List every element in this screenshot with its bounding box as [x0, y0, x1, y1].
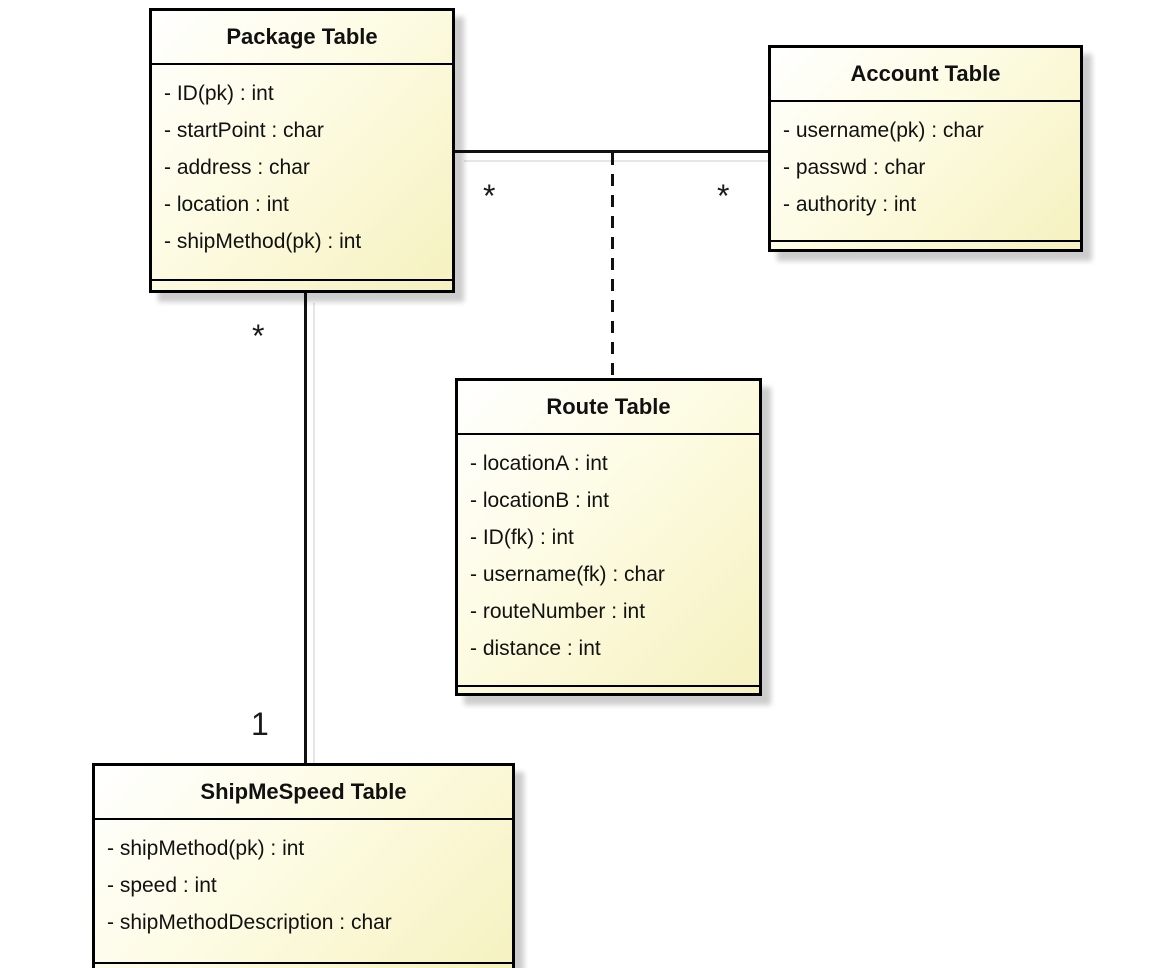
- attribute-row: - routeNumber : int: [470, 600, 646, 623]
- attribute-row: - username(fk) : char: [470, 563, 665, 586]
- association-line-shadow: [313, 303, 315, 765]
- attribute-row: - shipMethod(pk) : int: [107, 837, 305, 860]
- attribute-row: - shipMethodDescription : char: [107, 911, 392, 934]
- class-box-account-table[interactable]: Account Table - username(pk) : char - pas…: [768, 45, 1083, 252]
- attribute-compartment: - username(pk) : char - passwd : char - au…: [771, 102, 1080, 240]
- attribute-row: - distance : int: [470, 637, 601, 660]
- class-header: ShipMeSpeed Table: [95, 766, 512, 820]
- association-line-package-shipmespeed[interactable]: [304, 293, 307, 763]
- class-title: Route Table: [546, 394, 671, 419]
- class-header: Package Table: [152, 11, 452, 65]
- multiplicity-label: *: [717, 178, 730, 214]
- attribute-row: - locationB : int: [470, 489, 609, 512]
- attribute-row: - address : char: [164, 156, 310, 179]
- attribute-row: - authority : int: [783, 193, 917, 216]
- association-line-package-account[interactable]: [455, 150, 768, 153]
- class-box-shipmespeed-table[interactable]: ShipMeSpeed Table - shipMethod(pk) : int…: [92, 763, 515, 968]
- attribute-row: - passwd : char: [783, 156, 926, 179]
- attribute-row: - startPoint : char: [164, 119, 324, 142]
- attribute-compartment: - ID(pk) : int - startPoint : char - addre…: [152, 65, 452, 279]
- class-header: Account Table: [771, 48, 1080, 102]
- attribute-row: - shipMethod(pk) : int: [164, 230, 362, 253]
- association-line-shadow: [464, 160, 768, 162]
- attribute-row: - location : int: [164, 193, 289, 216]
- class-title: Package Table: [226, 24, 378, 49]
- attribute-row: - locationA : int: [470, 452, 608, 475]
- class-title: ShipMeSpeed Table: [200, 779, 407, 804]
- multiplicity-label: *: [252, 318, 265, 354]
- operations-compartment-empty: [458, 685, 759, 693]
- class-title: Account Table: [850, 61, 1001, 86]
- multiplicity-label: *: [483, 178, 496, 214]
- attribute-row: - ID(pk) : int: [164, 82, 274, 105]
- attribute-compartment: - shipMethod(pk) : int - speed : int - shi…: [95, 820, 512, 962]
- attribute-row: - ID(fk) : int: [470, 526, 574, 549]
- operations-compartment-empty: [771, 240, 1080, 249]
- operations-compartment-empty: [95, 962, 512, 968]
- attribute-row: - username(pk) : char: [783, 119, 984, 142]
- multiplicity-label: 1: [251, 706, 269, 742]
- class-header: Route Table: [458, 381, 759, 435]
- attribute-compartment: - locationA : int - locationB : int - ID(f…: [458, 435, 759, 685]
- operations-compartment-empty: [152, 279, 452, 290]
- class-box-package-table[interactable]: Package Table - ID(pk) : int - startPoint…: [149, 8, 455, 293]
- attribute-row: - speed : int: [107, 874, 217, 897]
- association-class-dashed-line-route[interactable]: [611, 153, 614, 378]
- class-box-route-table[interactable]: Route Table - locationA : int - locationB…: [455, 378, 762, 696]
